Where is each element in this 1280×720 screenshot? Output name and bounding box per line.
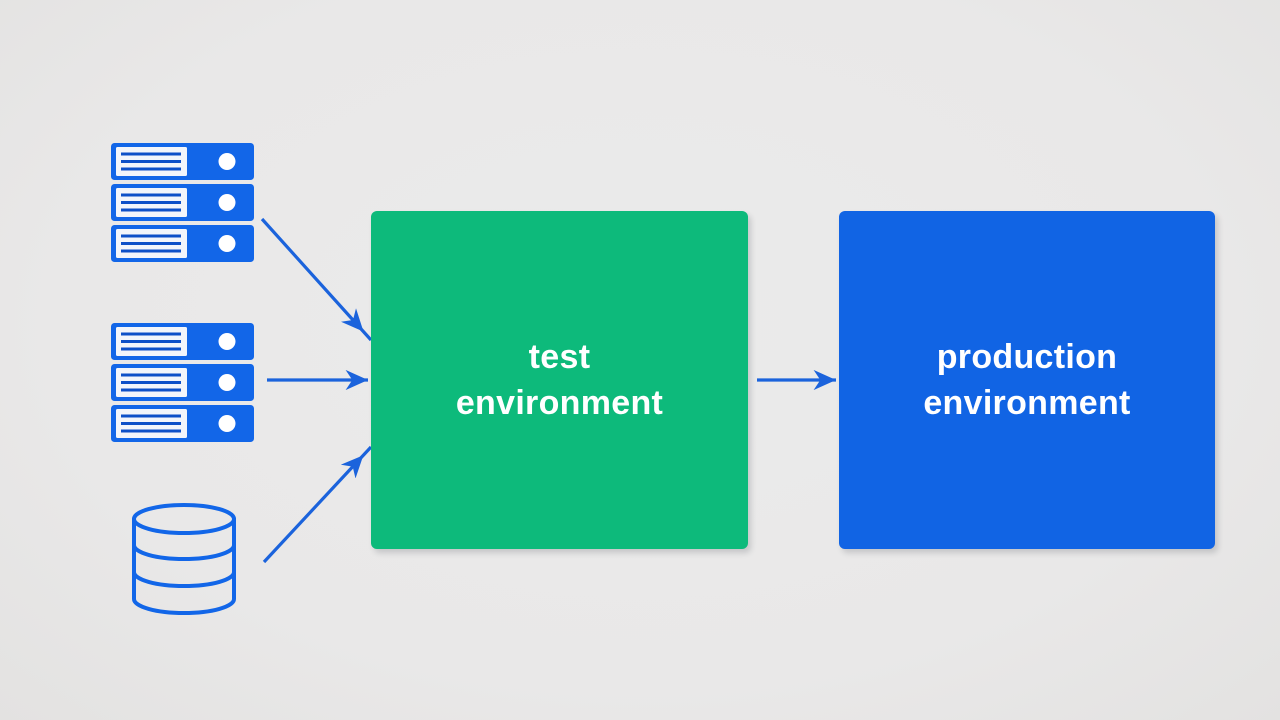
database-icon <box>132 503 236 615</box>
production-environment-label: production environment <box>923 338 1131 422</box>
production-environment-node: production environment <box>839 211 1215 549</box>
test-environment-node: test environment <box>371 211 748 549</box>
arrow-database-to-test <box>262 445 373 564</box>
test-environment-label: test environment <box>455 338 664 422</box>
server-stack-icon <box>109 321 256 444</box>
server-stack-icon <box>109 141 256 264</box>
arrow-servers1-to-test <box>260 217 373 342</box>
